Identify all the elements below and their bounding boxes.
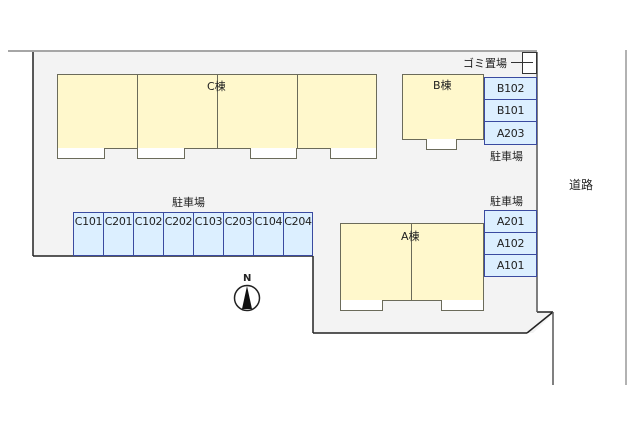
compass-icon — [233, 284, 261, 312]
parking-label-right: 駐車場 — [490, 195, 523, 208]
parking-space-a203[interactable]: A203 — [484, 121, 537, 145]
parking-space-c101[interactable]: C101 — [73, 212, 104, 256]
building-a-label: A棟 — [401, 230, 420, 243]
building-c-label: C棟 — [207, 80, 226, 93]
road-label: 道路 — [569, 178, 594, 192]
garbage-area-box — [522, 52, 537, 74]
parking-label-bottom: 駐車場 — [172, 196, 205, 209]
building-b-label: B棟 — [433, 79, 452, 92]
compass-north-label: N — [243, 273, 252, 284]
balcony — [250, 148, 297, 159]
parking-space-b101[interactable]: B101 — [484, 99, 537, 122]
parking-space-c201[interactable]: C201 — [103, 212, 134, 256]
balcony — [441, 300, 484, 311]
parking-space-a201[interactable]: A201 — [484, 210, 537, 233]
parking-space-b102[interactable]: B102 — [484, 77, 537, 100]
parking-space-c204[interactable]: C204 — [283, 212, 313, 256]
balcony — [137, 148, 185, 159]
balcony — [426, 139, 457, 150]
balcony — [340, 300, 383, 311]
garbage-area-leader — [511, 62, 533, 63]
building-c: C棟 — [57, 74, 377, 149]
parking-space-a102[interactable]: A102 — [484, 232, 537, 255]
parking-space-c102[interactable]: C102 — [133, 212, 164, 256]
building-a: A棟 — [340, 223, 484, 301]
building-b: B棟 — [402, 74, 484, 140]
parking-row-c: C101 C201 C102 C202 C103 C203 C104 C204 — [73, 212, 313, 256]
parking-space-c203[interactable]: C203 — [223, 212, 254, 256]
garbage-area-label: ゴミ置場 — [463, 57, 507, 70]
parking-label-top-right: 駐車場 — [490, 150, 523, 163]
balcony — [330, 148, 377, 159]
parking-space-c103[interactable]: C103 — [193, 212, 224, 256]
parking-space-c104[interactable]: C104 — [253, 212, 284, 256]
parking-space-c202[interactable]: C202 — [163, 212, 194, 256]
parking-space-a101[interactable]: A101 — [484, 254, 537, 277]
balcony — [57, 148, 105, 159]
